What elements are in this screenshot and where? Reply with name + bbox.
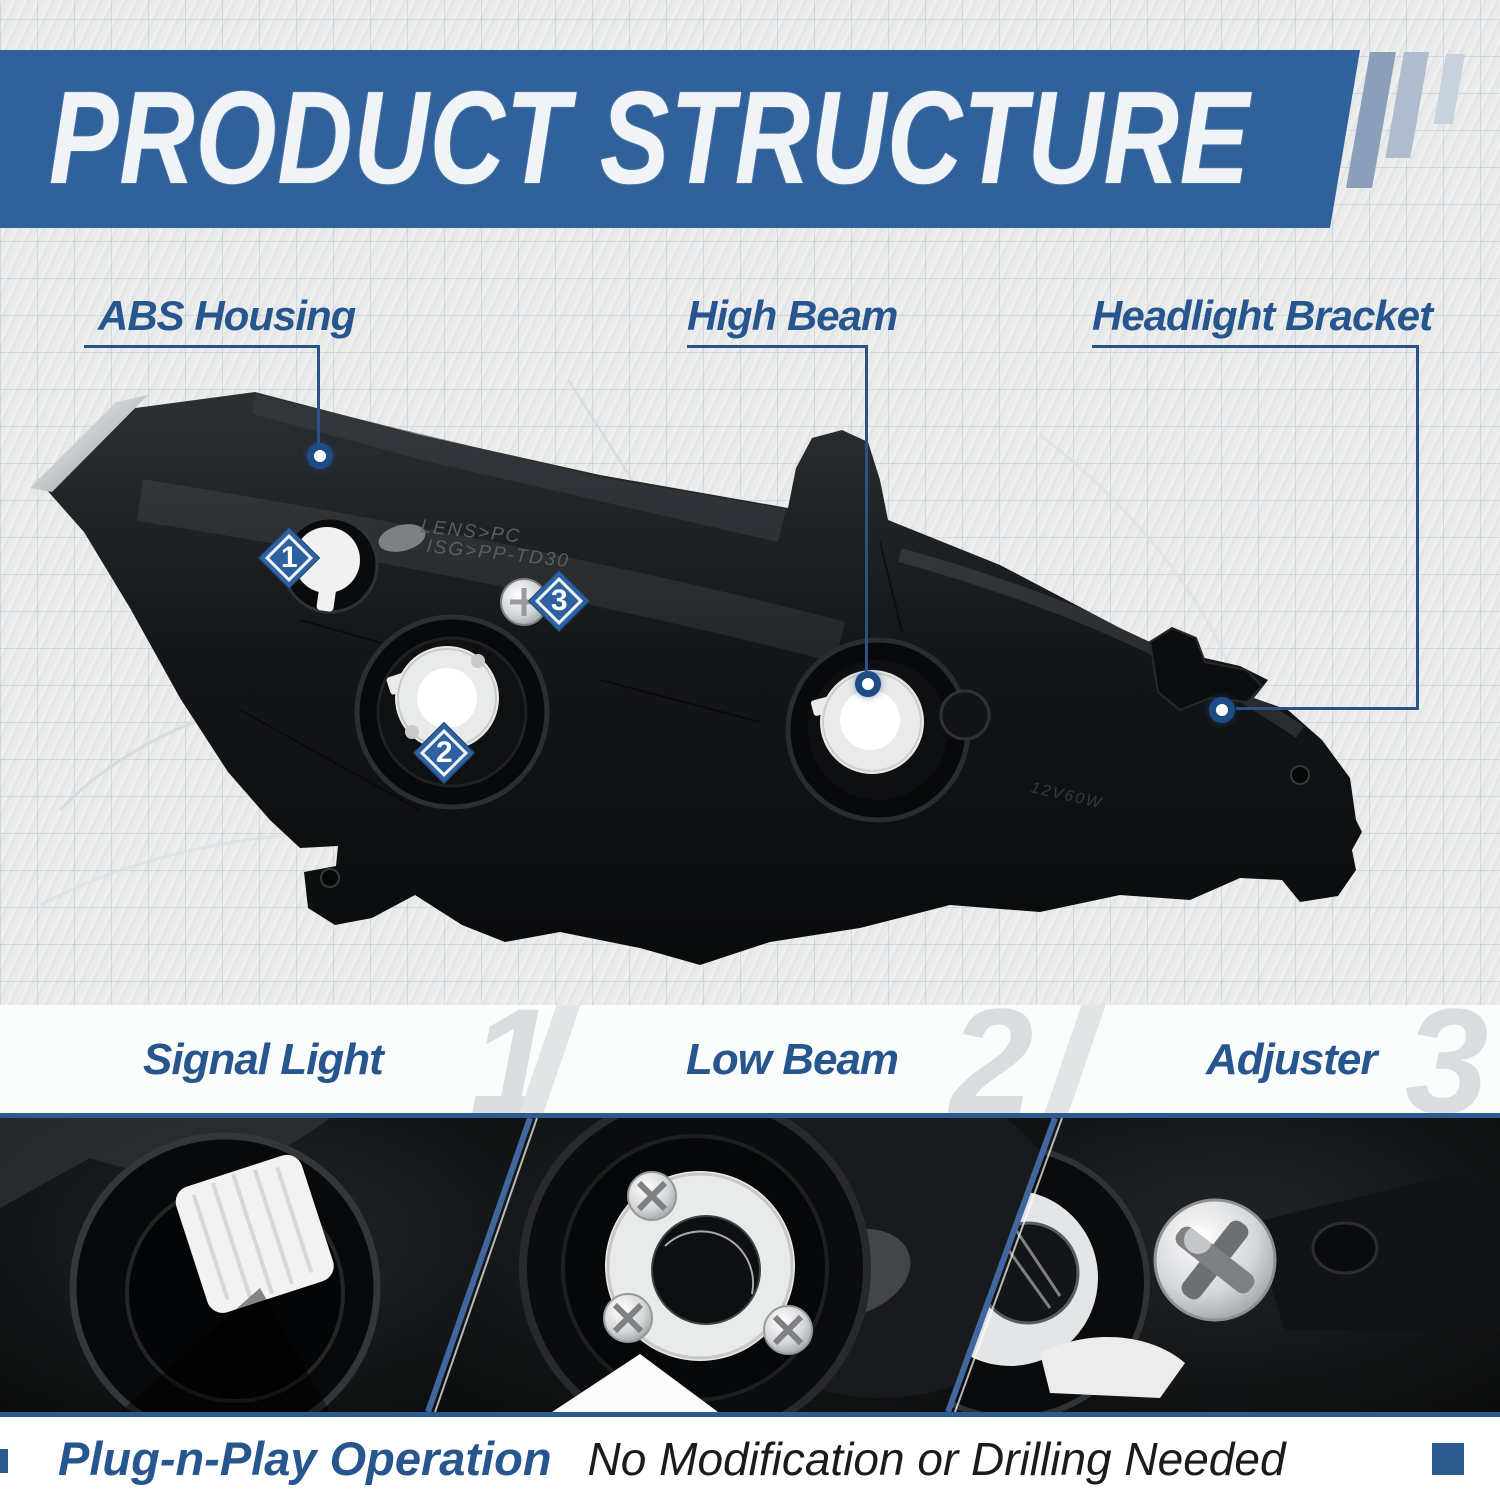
callout-line-bracket-underline xyxy=(1092,345,1419,348)
adjuster-screw xyxy=(500,578,548,626)
legend-label-adjuster: Adjuster xyxy=(1206,1035,1377,1084)
decorative-stripe-3 xyxy=(1433,54,1465,124)
callout-dot-headlight-bracket xyxy=(1209,697,1235,723)
photo-divider-1-highlight xyxy=(434,1118,538,1412)
high-beam-socket xyxy=(785,637,991,823)
closeup-photos xyxy=(0,1118,1500,1412)
low-beam-socket xyxy=(354,614,550,810)
callout-label-abs-housing: ABS Housing xyxy=(98,292,356,339)
photo-divider-1 xyxy=(425,1118,533,1412)
page-title: PRODUCT STRUCTURE xyxy=(48,64,1251,211)
legend-number-3: 3 xyxy=(1405,1005,1488,1113)
footer-feature-text: Plug-n-Play Operation xyxy=(58,1432,552,1485)
legend-label-low-beam: Low Beam xyxy=(686,1035,899,1084)
adjuster-screw-closeup xyxy=(1153,1198,1277,1322)
photo-divider-2 xyxy=(945,1118,1058,1412)
callout-line-bracket-vertical xyxy=(1416,345,1419,710)
headlight-body xyxy=(30,392,1362,965)
photo-signal-light xyxy=(0,1118,530,1412)
photo-low-beam xyxy=(428,1118,1055,1412)
callout-label-headlight-bracket: Headlight Bracket xyxy=(1092,292,1433,339)
title-banner: PRODUCT STRUCTURE xyxy=(0,50,1360,228)
footer-bar: Plug-n-Play Operation No Modification or… xyxy=(0,1417,1500,1500)
callout-line-abs-vertical xyxy=(317,345,320,445)
parts-legend-band: 1 2 3 Signal Light Low Beam Adjuster xyxy=(0,1005,1500,1113)
photo-divider-2-highlight xyxy=(954,1118,1063,1412)
callout-dot-abs-housing xyxy=(307,443,333,469)
callout-line-bracket-horizontal xyxy=(1236,707,1419,710)
footer-accent-square-right xyxy=(1432,1443,1464,1475)
callout-line-abs-underline xyxy=(84,345,320,348)
band-divider-2 xyxy=(1041,1005,1107,1113)
marker-number-2: 2 xyxy=(435,736,453,769)
phillips-screws xyxy=(603,1171,813,1355)
marker-number-1: 1 xyxy=(280,541,298,574)
legend-number-2: 2 xyxy=(950,1005,1033,1113)
callout-line-highbeam-underline xyxy=(687,345,868,348)
lens-edge-highlight xyxy=(30,395,148,492)
legend-label-signal-light: Signal Light xyxy=(143,1035,384,1084)
callout-line-highbeam-vertical xyxy=(865,345,868,673)
headlight-rear-photo: LENS>PC ISG>PP-TD30 12V60W xyxy=(30,380,1362,965)
photo-adjuster xyxy=(948,1118,1500,1412)
closeup-photo-strip xyxy=(0,1113,1500,1417)
bulb-cap-gray xyxy=(378,524,426,552)
marker-number-3: 3 xyxy=(550,584,568,617)
callout-label-high-beam: High Beam xyxy=(687,292,898,339)
callout-dot-high-beam xyxy=(855,671,881,697)
mounting-bracket xyxy=(320,626,1310,888)
footer-description-text: No Modification or Drilling Needed xyxy=(587,1432,1286,1485)
footer-accent-square-left xyxy=(0,1449,8,1473)
